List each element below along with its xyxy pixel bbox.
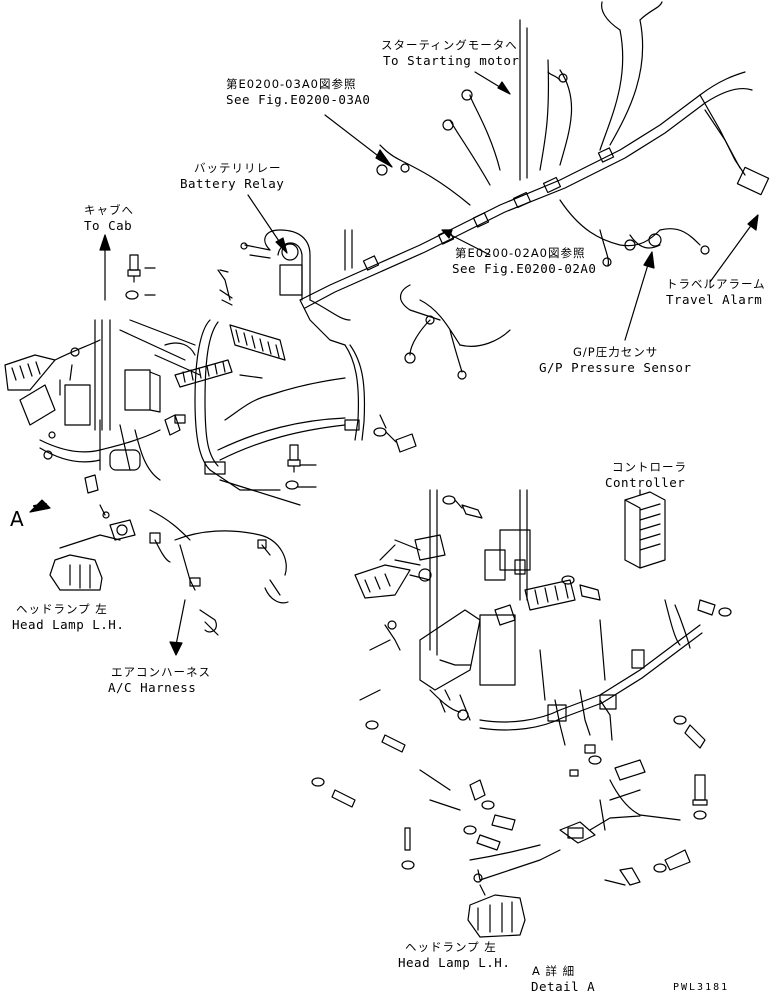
ac-harness-label-en: A/C Harness — [108, 680, 197, 695]
leader-lines — [129, 71, 759, 506]
head-lamp-lh-label-en: Head Lamp L.H. — [12, 617, 125, 632]
detail-a-label-ja: A 詳 細 — [532, 964, 576, 978]
travel-alarm-label-en: Travel Alarm — [666, 292, 763, 307]
fig-03a0-label-en: See Fig.E0200-03A0 — [226, 92, 371, 107]
travel-alarm-label-ja: トラベルアラーム — [666, 277, 766, 291]
battery-relay-label-ja: バッテリリレー — [194, 161, 282, 175]
controller-label-en: Controller — [605, 475, 686, 490]
head-lamp-lh-detail-label-ja: ヘッドランプ 左 — [405, 940, 497, 954]
head-lamp-lh-group — [49, 504, 289, 656]
battery-relay-label-en: Battery Relay — [180, 176, 285, 191]
head-lamp-lh-label-ja: ヘッドランプ 左 — [16, 602, 108, 616]
controller-label-ja: コントローラ — [612, 460, 687, 474]
pressure-sensor-label-en: G/P Pressure Sensor — [539, 360, 692, 375]
head-lamp-lh-detail-label-en: Head Lamp L.H. — [398, 955, 511, 970]
starting-motor-label-en: To Starting motor — [383, 53, 520, 68]
cab-side-cluster — [4, 234, 417, 513]
to-cab-label-en: To Cab — [84, 218, 133, 233]
fig-03a0-label-ja: 第E0200-03A0図参照 — [226, 77, 357, 91]
to-cab-label-ja: キャブへ — [84, 203, 134, 217]
view-a-marker: A — [10, 507, 25, 531]
starting-motor-label-ja: スターティングモータへ — [381, 38, 518, 52]
pressure-sensor-label-ja: G/P圧力センサ — [573, 345, 659, 359]
fig-02a0-label-ja: 第E0200-02A0図参照 — [455, 246, 586, 260]
main-harness-upper — [299, 1, 770, 380]
fig-02a0-label-en: See Fig.E0200-02A0 — [452, 261, 597, 276]
battery-relay-group — [240, 229, 366, 441]
ac-harness-label-ja: エアコンハーネス — [111, 665, 211, 679]
detail-a-label-en: Detail A — [531, 979, 596, 994]
detail-a-drawing — [311, 489, 732, 938]
drawing-code: PWL3181 — [673, 982, 730, 993]
controller-unit — [624, 491, 666, 569]
